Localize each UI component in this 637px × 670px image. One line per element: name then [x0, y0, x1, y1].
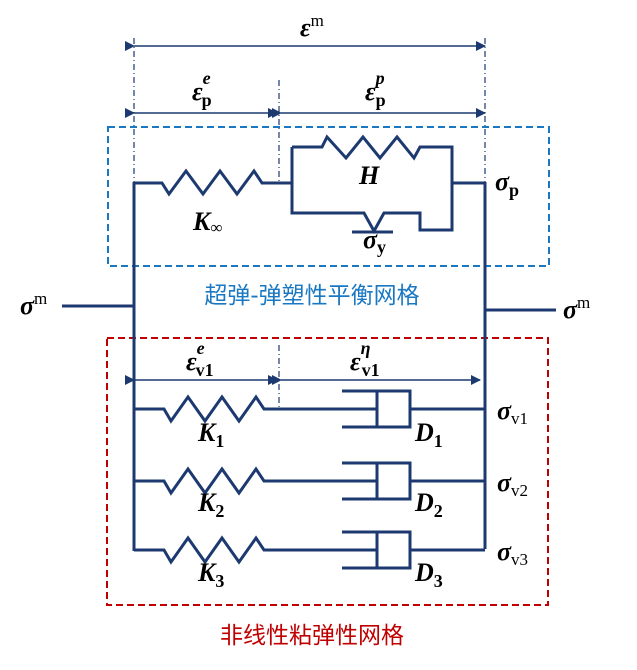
label-k-inf: K∞: [192, 207, 222, 237]
viscoelastic-box: [106, 337, 549, 606]
friction-element: [290, 147, 454, 235]
label-h: H: [358, 161, 380, 190]
label-sigma-y: σy: [363, 225, 386, 257]
label-k3: K3: [197, 558, 224, 591]
label-sigma-v2: σv2: [497, 468, 528, 500]
label-d2: D2: [414, 488, 443, 521]
label-d3: D3: [414, 558, 443, 591]
dashpot-d1: [342, 389, 485, 429]
label-sigma-m-right: σm: [563, 293, 590, 324]
dashpot-d3: [342, 530, 485, 570]
spring-k1: [134, 394, 377, 424]
label-k1: K1: [197, 418, 224, 451]
hyper-elastoplastic-box: [107, 126, 550, 267]
label-d1: D1: [414, 418, 443, 451]
spring-k2: [134, 466, 377, 496]
spring-k-inf: [134, 168, 292, 197]
dashpot-d2: [342, 461, 485, 501]
viscoelastic-title: 非线性粘弹性网格: [220, 623, 404, 649]
spring-k3: [134, 535, 377, 565]
label-total-strain: εm: [300, 11, 324, 42]
spring-h: [292, 134, 485, 185]
label-sigma-v3: σv3: [497, 537, 528, 569]
label-sigma-m-left: σm: [20, 289, 47, 320]
label-k2: K2: [197, 488, 224, 521]
hyper-elastoplastic-title: 超弹-弹塑性平衡网格: [204, 283, 419, 309]
label-sigma-p: σp: [495, 167, 519, 200]
label-sigma-v1: σv1: [497, 396, 528, 428]
